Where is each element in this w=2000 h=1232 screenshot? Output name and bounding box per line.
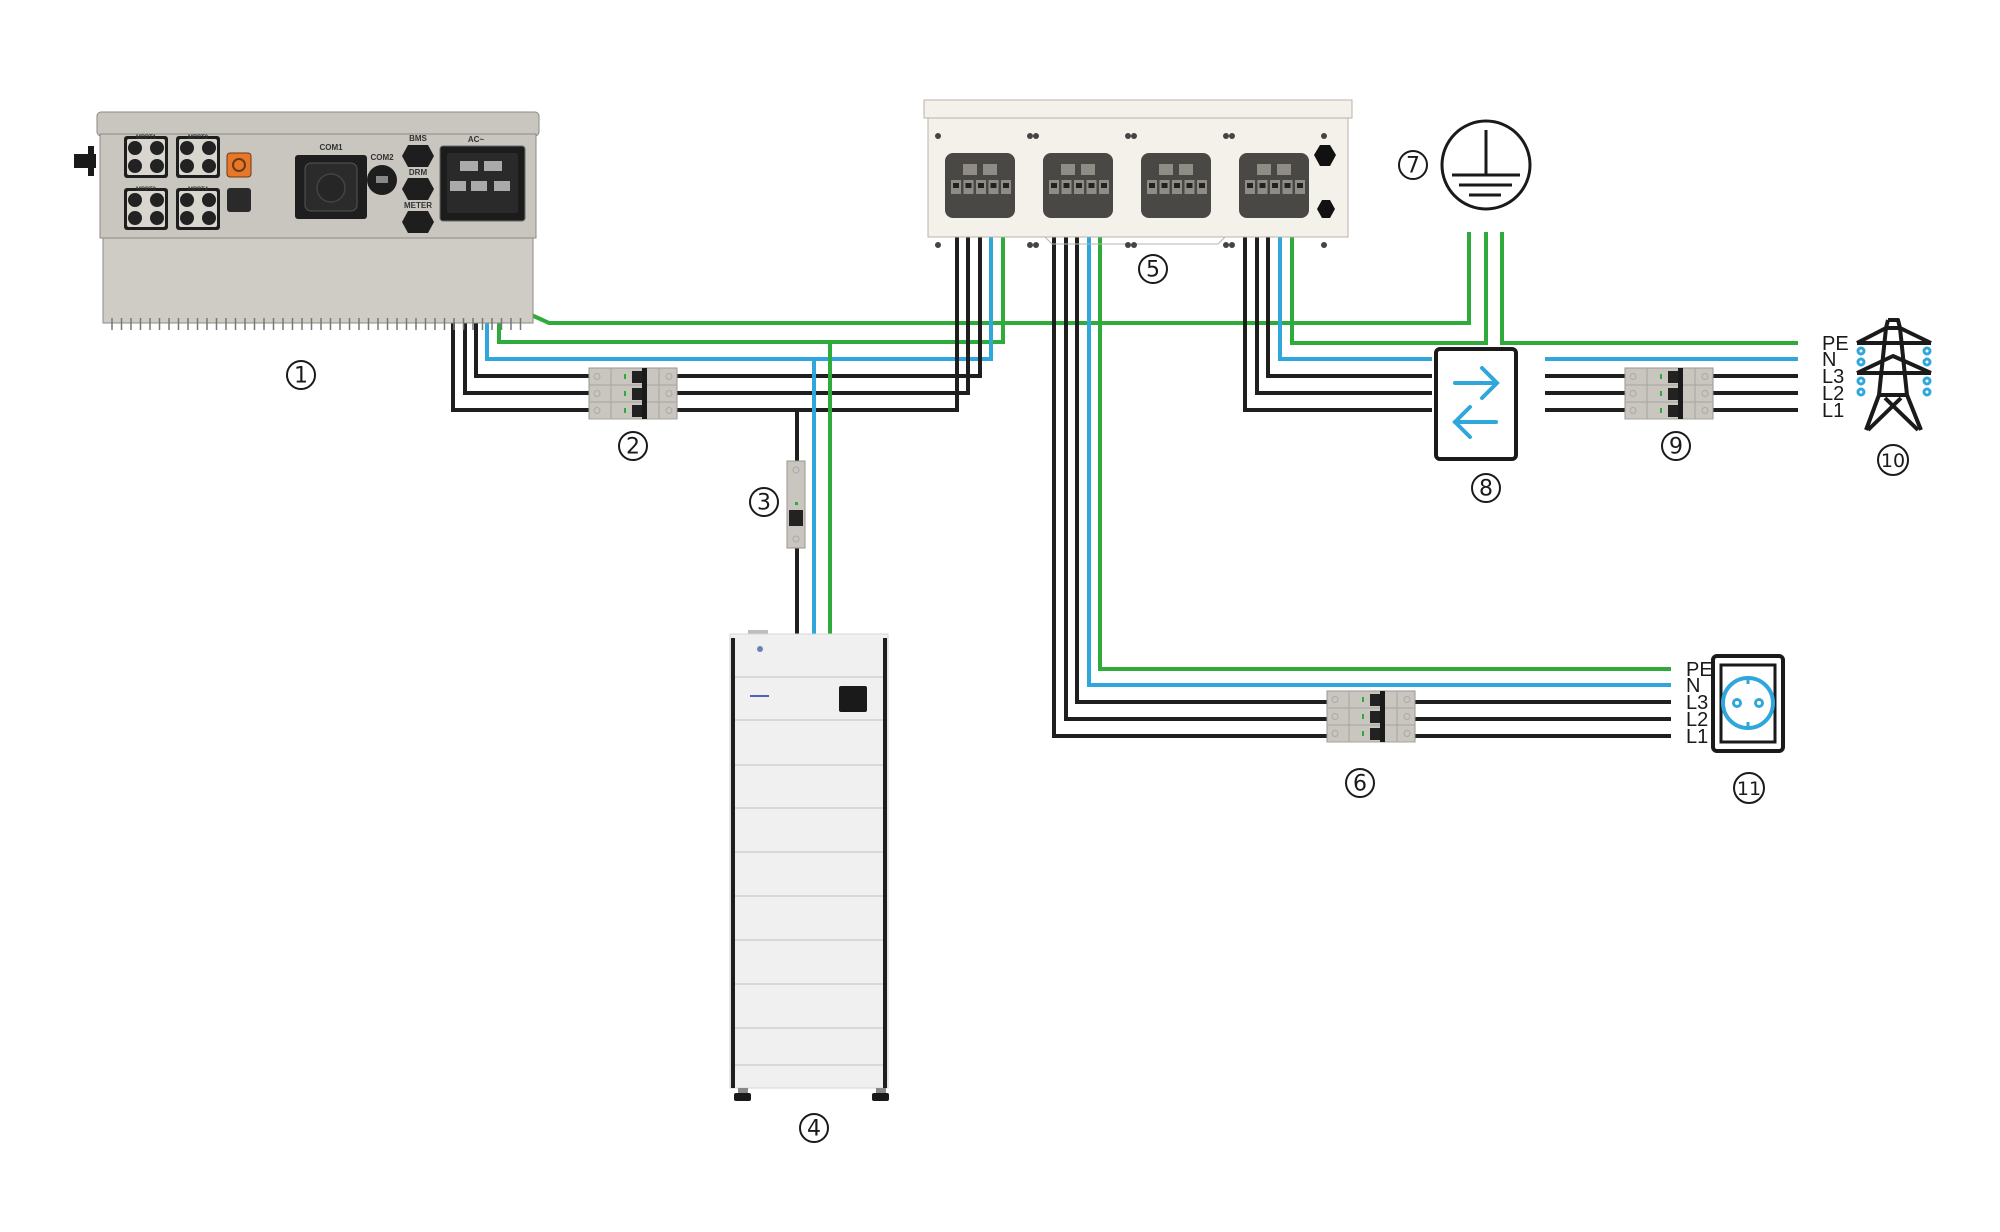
svg-text:11: 11 <box>1737 778 1761 800</box>
component-number-3: 3 <box>749 487 779 517</box>
wires <box>451 200 1798 738</box>
box-terminal-4[interactable] <box>1229 133 1327 248</box>
bms-port[interactable] <box>402 145 434 167</box>
cable-gland-bottom <box>1317 200 1335 218</box>
battery-power-button[interactable] <box>757 646 763 652</box>
component-number-1: 1 <box>286 360 316 390</box>
component-number-8: 8 <box>1471 473 1501 503</box>
battery-storage-tower[interactable] <box>729 630 889 1101</box>
box-terminal-3[interactable] <box>1131 133 1229 248</box>
inverter-heatsink <box>102 237 534 324</box>
circuit-breaker-3pole-inverter[interactable] <box>588 367 678 420</box>
circuit-breaker-1pole-battery[interactable] <box>786 460 806 549</box>
meter-port[interactable] <box>402 211 434 233</box>
svg-text:2: 2 <box>626 435 640 460</box>
aux-port <box>227 188 251 212</box>
mppt-label: MPPT1 <box>136 135 157 141</box>
phase-l3-wire-to-meter <box>1266 200 1432 378</box>
mppt-input-4[interactable]: MPPT4 <box>176 187 220 230</box>
svg-text:10: 10 <box>1881 450 1905 472</box>
component-number-5: 5 <box>1138 254 1168 284</box>
cable-gland-top <box>1314 145 1336 166</box>
component-number-9: 9 <box>1661 431 1691 461</box>
battery-status-led <box>750 695 769 697</box>
phase-l1-wire-loads <box>1052 200 1671 738</box>
bidirectional-energy-meter[interactable] <box>1434 347 1518 461</box>
earth-wire-inverter-ac <box>497 200 1005 344</box>
grid-label-pe: PE <box>1822 333 1849 355</box>
svg-text:5: 5 <box>1146 258 1160 283</box>
phase-l2-wire-inverter-ac <box>463 200 970 395</box>
mppt-input-1[interactable]: MPPT1 <box>124 135 168 178</box>
bms-port-label: BMS <box>409 134 427 143</box>
drm-port[interactable] <box>402 178 434 200</box>
mppt-input-2[interactable]: MPPT2 <box>176 135 220 178</box>
com1-label: COM1 <box>319 143 343 152</box>
bidirectional-arrows-icon <box>1452 366 1500 439</box>
component-number-7: 7 <box>1398 150 1428 180</box>
svg-text:7: 7 <box>1406 154 1420 179</box>
heatsink-fins <box>111 318 522 330</box>
svg-text:3: 3 <box>757 491 771 516</box>
earth-wire-loads <box>1098 200 1671 671</box>
mppt-label: MPPT4 <box>188 187 209 193</box>
earth-ground-icon <box>1440 119 1532 211</box>
com2-label: COM2 <box>370 153 394 162</box>
circuit-breaker-3pole-loads[interactable] <box>1326 690 1416 743</box>
mppt-label: MPPT3 <box>136 187 157 193</box>
earth-wire-box-to-earth <box>1290 200 1488 345</box>
grid-conductor-labels: PE N L3 L2 L1 <box>1822 333 1849 422</box>
inverter-lid <box>96 111 540 137</box>
neutral-wire-inverter-ac <box>485 200 993 361</box>
meter-port-label: METER <box>404 201 432 210</box>
component-number-10: 10 <box>1877 444 1909 476</box>
grid-label-l3: L3 <box>1822 366 1844 388</box>
svg-text:8: 8 <box>1479 477 1493 502</box>
neutral-wire-loads <box>1087 200 1671 687</box>
load-label-l3: L3 <box>1686 692 1708 714</box>
earth-wire-grid <box>1500 232 1798 345</box>
load-conductor-labels: PE N L3 L2 L1 <box>1686 659 1713 748</box>
svg-text:6: 6 <box>1353 772 1367 797</box>
box-terminal-2[interactable] <box>1033 133 1131 248</box>
phase-l3-wire-inverter-ac <box>474 200 982 378</box>
dc-switch-port <box>226 152 252 178</box>
mppt-label: MPPT2 <box>188 135 209 141</box>
component-number-2: 2 <box>618 431 648 461</box>
component-number-6: 6 <box>1345 768 1375 798</box>
load-label-l1: L1 <box>1686 726 1708 748</box>
power-pylon-icon[interactable] <box>1856 318 1932 432</box>
earth-wire-inverter-chassis <box>526 232 1471 325</box>
circuit-breaker-3pole-grid[interactable] <box>1624 367 1714 420</box>
phase-l3-wire-loads <box>1075 200 1671 704</box>
neutral-wire-to-meter <box>1278 200 1432 361</box>
mppt-input-3[interactable]: MPPT3 <box>124 187 168 230</box>
svg-text:9: 9 <box>1669 435 1683 460</box>
phase-l2-wire-to-meter <box>1255 200 1432 395</box>
battery-breaker-switch[interactable] <box>839 686 867 712</box>
grid-label-l1: L1 <box>1822 400 1844 422</box>
component-number-4: 4 <box>799 1113 829 1143</box>
load-label-pe: PE <box>1686 659 1713 681</box>
svg-text:4: 4 <box>807 1117 821 1142</box>
box-terminal-1[interactable] <box>935 133 1033 248</box>
ac-label: AC~ <box>468 135 485 144</box>
grid-label-l2: L2 <box>1822 383 1844 405</box>
drm-port-label: DRM <box>409 168 428 177</box>
grid-label-n: N <box>1822 349 1836 371</box>
phase-l1-wire-to-meter <box>1243 200 1432 412</box>
component-number-11: 11 <box>1733 772 1765 804</box>
phase-l2-wire-loads <box>1064 200 1671 721</box>
load-label-n: N <box>1686 675 1700 697</box>
svg-text:1: 1 <box>294 364 308 389</box>
backup-distribution-box[interactable] <box>923 99 1353 248</box>
schuko-socket-icon[interactable] <box>1711 654 1785 753</box>
load-label-l2: L2 <box>1686 709 1708 731</box>
